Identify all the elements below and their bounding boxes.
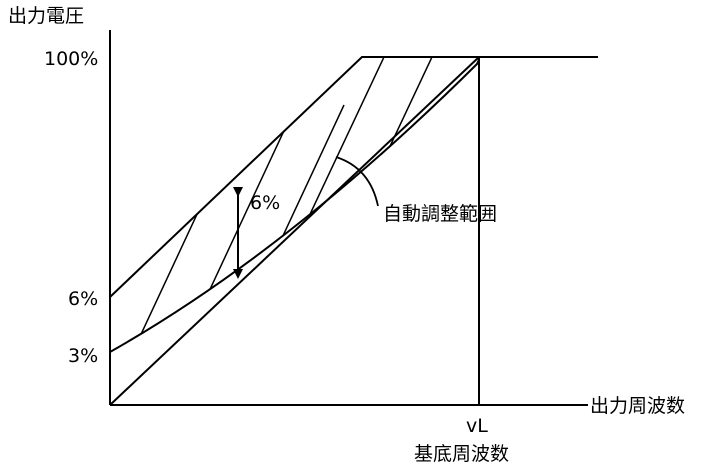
base-vf-line: [109, 56, 480, 406]
y-tick-3-label: 3%: [68, 345, 98, 367]
y-tick-6-label: 6%: [68, 288, 98, 310]
band-width-label: 6%: [250, 192, 280, 214]
y-tick-100-label: 100%: [44, 48, 98, 70]
x-tick-vL-label: vL: [466, 415, 488, 437]
x-tick-vL-caption: 基底周波数: [414, 443, 509, 465]
region-leader-line: [335, 156, 379, 207]
lower-limit-curve: [109, 61, 480, 353]
upper-limit-line: [109, 56, 598, 298]
region-label: 自動調整範囲: [383, 203, 497, 225]
x-axis-title: 出力周波数: [590, 395, 685, 417]
y-axis-title: 出力電圧: [8, 5, 84, 27]
